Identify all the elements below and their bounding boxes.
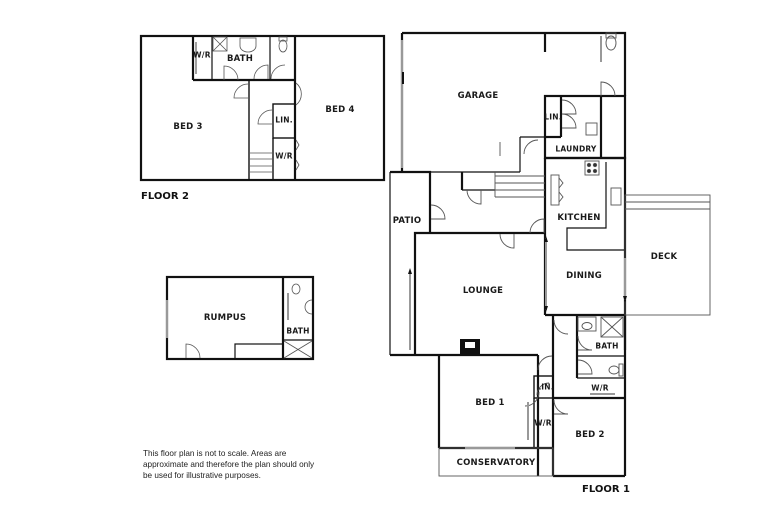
room-label-rumpus: RUMPUS	[203, 313, 247, 323]
room-label-bed1: BED 1	[475, 398, 505, 408]
disclaimer-text: This floor plan is not to scale. Areas a…	[143, 449, 315, 480]
room-label-bed2-wr: W/R	[591, 383, 609, 393]
room-label-laundry: LAUNDRY	[555, 144, 597, 154]
room-label-dining: DINING	[566, 271, 602, 281]
room-label-floor2-hall-wr: W/R	[275, 151, 293, 161]
room-label-floor2-linen: LIN.	[275, 115, 293, 125]
room-label-floor1-bath: BATH	[595, 341, 619, 351]
floor1-title: FLOOR 1	[582, 484, 630, 495]
room-label-rumpus-bath: BATH	[286, 326, 310, 336]
floor2-title: FLOOR 2	[141, 191, 189, 202]
room-label-bed3: BED 3	[173, 122, 203, 132]
room-label-bed1-wr: W/R	[534, 418, 552, 428]
room-label-hall-linen: LIN.	[536, 382, 554, 392]
room-label-patio: PATIO	[392, 216, 422, 226]
room-label-kitchen: KITCHEN	[557, 213, 601, 223]
room-label-bed2: BED 2	[575, 430, 605, 440]
room-label-floor2-bath: BATH	[226, 54, 254, 64]
room-label-laundry-linen: LIN.	[544, 112, 562, 122]
room-label-deck: DECK	[650, 252, 678, 262]
room-label-conservatory: CONSERVATORY	[456, 458, 536, 468]
room-label-bed4: BED 4	[325, 105, 355, 115]
floor2-outline	[139, 34, 386, 182]
room-label-garage: GARAGE	[457, 91, 499, 101]
room-label-floor2-wr: W/R	[193, 50, 211, 60]
room-label-lounge: LOUNGE	[462, 286, 504, 296]
